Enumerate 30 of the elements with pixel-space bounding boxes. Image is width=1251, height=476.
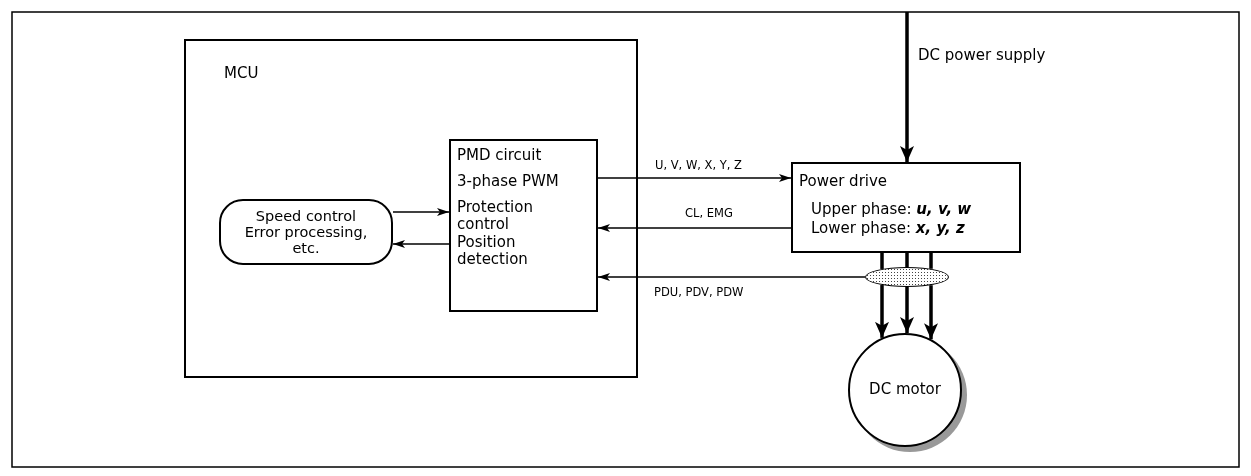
mcu-block <box>184 39 638 378</box>
circuit-block <box>449 139 598 312</box>
arrow <box>392 208 450 216</box>
line <box>905 253 909 267</box>
block-text: Position detection <box>457 234 529 268</box>
arrow <box>900 12 914 162</box>
block-text: DC motor <box>868 381 942 398</box>
power-drive-block <box>791 162 1021 253</box>
arrow <box>875 285 889 338</box>
edge-label: PDU, PDV, PDW <box>652 285 746 299</box>
line <box>880 253 884 269</box>
edge-label: DC power supply <box>916 46 1048 64</box>
block-title: MCU <box>224 65 259 82</box>
arrow <box>597 224 792 232</box>
arrow <box>392 240 450 248</box>
block-title: PMD circuit <box>457 147 542 164</box>
block-text: Speed control Error processing, etc. <box>243 208 369 256</box>
edge-label: U, V, W, X, Y, Z <box>653 158 744 172</box>
arrow <box>597 174 792 182</box>
block-text: 3-phase PWM <box>457 173 559 190</box>
arrow <box>900 287 914 334</box>
block-text: Upper phase: u, v, w <box>811 201 972 218</box>
arrow <box>597 273 866 281</box>
edge-label: CL, EMG <box>683 206 735 220</box>
arrow <box>924 285 938 340</box>
block-text: Lower phase: x, y, z <box>811 220 965 237</box>
block-title: Power drive <box>799 173 888 190</box>
block-text: Protection control <box>457 199 534 233</box>
process-box <box>219 199 393 265</box>
line <box>929 253 933 269</box>
